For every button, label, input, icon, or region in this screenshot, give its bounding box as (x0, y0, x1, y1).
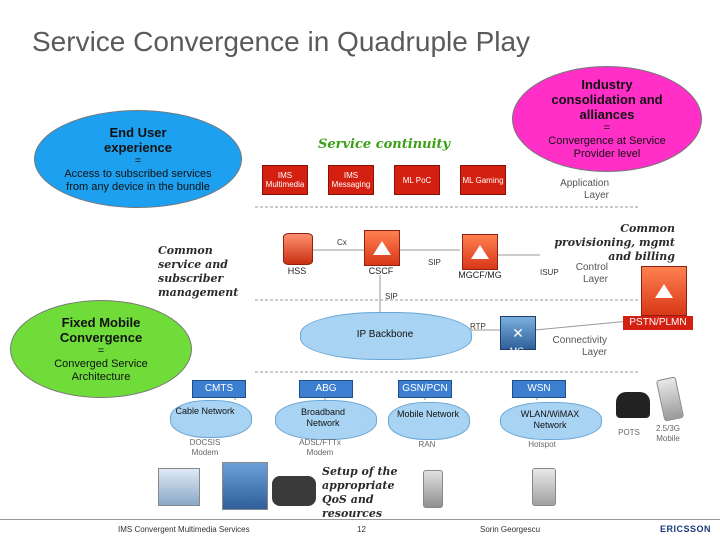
tv-device-icon (158, 468, 200, 506)
wlan-network-label: WLAN/WiMAX Network (520, 409, 580, 430)
page-title: Service Convergence in Quadruple Play (32, 26, 531, 57)
hotspot-label: Hotspot (528, 440, 556, 449)
control-layer-label: Control Layer (575, 262, 608, 285)
mobile-label: 2.5/3G Mobile (655, 424, 680, 443)
network-box-abg: ABG (299, 380, 353, 398)
sip-down-label: SIP (385, 292, 398, 301)
mobile-device-icon (423, 470, 443, 508)
common-provisioning-label: Common provisioning, mgmt and billing (554, 222, 675, 263)
industry-eq: = (603, 122, 611, 134)
rtp-label: RTP (470, 322, 486, 331)
fmc-body: Converged Service Architecture (54, 357, 148, 383)
app-box-ims-messaging: IMS Messaging (328, 165, 374, 195)
app-box-ml-gaming: ML Gaming (460, 165, 506, 195)
end-user-ellipse: End User experience = Access to subscrib… (34, 110, 242, 208)
hss-database-icon (283, 233, 313, 265)
fmc-heading: Fixed Mobile Convergence (59, 314, 143, 345)
application-layer-label: Application Layer (560, 178, 609, 201)
mobile-network-cloud (388, 402, 470, 440)
network-box-wsn: WSN (512, 380, 566, 398)
cable-network-label: Cable Network (175, 406, 235, 416)
industry-body: Convergence at Service Provider level (548, 135, 666, 160)
footer-left-text: IMS Convergent Multimedia Services (118, 525, 250, 534)
pstn-label: PSTN/PLMN (623, 316, 693, 330)
wlan-network-cloud (500, 402, 602, 440)
footer-page-number: 12 (357, 525, 366, 534)
cscf-triangle-icon (373, 241, 391, 255)
mg-label: MG (509, 346, 525, 356)
cable-network-cloud (170, 400, 252, 438)
end-user-heading: End User experience (104, 124, 172, 155)
cscf-node (364, 230, 400, 266)
broadband-network-cloud (275, 400, 377, 440)
industry-heading: Industry consolidation and alliances (551, 77, 663, 122)
mg-cross-icon: ✕ (512, 324, 524, 341)
ip-backbone-cloud (300, 312, 472, 360)
footer-author: Sorin Georgescu (480, 525, 541, 534)
docsis-modem-label: DOCSIS Modem (189, 438, 221, 457)
common-service-label: Common service and subscriber management (158, 244, 239, 299)
cx-label: Cx (337, 238, 347, 247)
broadband-network-label: Broadband Network (300, 407, 346, 428)
setup-qos-label: Setup of the appropriate QoS and resourc… (322, 465, 398, 520)
cscf-label: CSCF (368, 266, 394, 276)
mgcf-label: MGCF/MG (458, 270, 502, 280)
ran-label: RAN (418, 440, 436, 449)
app-box-ims-multimedia: IMS Multimedia (262, 165, 308, 195)
pots-label: POTS (618, 428, 640, 437)
hss-label: HSS (287, 266, 307, 276)
monitor-device-icon (222, 462, 268, 510)
app-box-ml-poc: ML PoC (394, 165, 440, 195)
network-box-gsn-pcn: GSN/PCN (398, 380, 452, 398)
fmc-ellipse: Fixed Mobile Convergence = Converged Ser… (10, 300, 192, 398)
mobile-network-label: Mobile Network (396, 409, 460, 419)
desk-phone-icon (272, 476, 316, 506)
mgcf-triangle-icon (471, 245, 489, 259)
adsl-modem-label: ADSL/FTTx Modem (299, 438, 341, 457)
service-continuity-label: Service continuity (318, 137, 451, 152)
end-user-eq: = (134, 154, 142, 167)
footer-divider (0, 519, 720, 520)
connectivity-layer-label: Connectivity Layer (552, 335, 607, 358)
isup-label: ISUP (540, 268, 559, 277)
mgcf-node (462, 234, 498, 270)
sip-mgcf-label: SIP (428, 258, 441, 267)
ip-backbone-label: IP Backbone (356, 329, 414, 340)
ericsson-logo: ERICSSON (660, 524, 712, 534)
network-box-cmts: CMTS (192, 380, 246, 398)
pstn-node (641, 266, 687, 316)
pda-device-icon (532, 468, 556, 506)
fmc-eq: = (97, 344, 105, 357)
end-user-body: Access to subscribed services from any d… (64, 167, 212, 193)
industry-ellipse: Industry consolidation and alliances = C… (512, 66, 702, 172)
pstn-triangle-icon (655, 284, 673, 298)
pots-phone-icon (616, 392, 650, 418)
mg-node: ✕ (500, 316, 536, 350)
